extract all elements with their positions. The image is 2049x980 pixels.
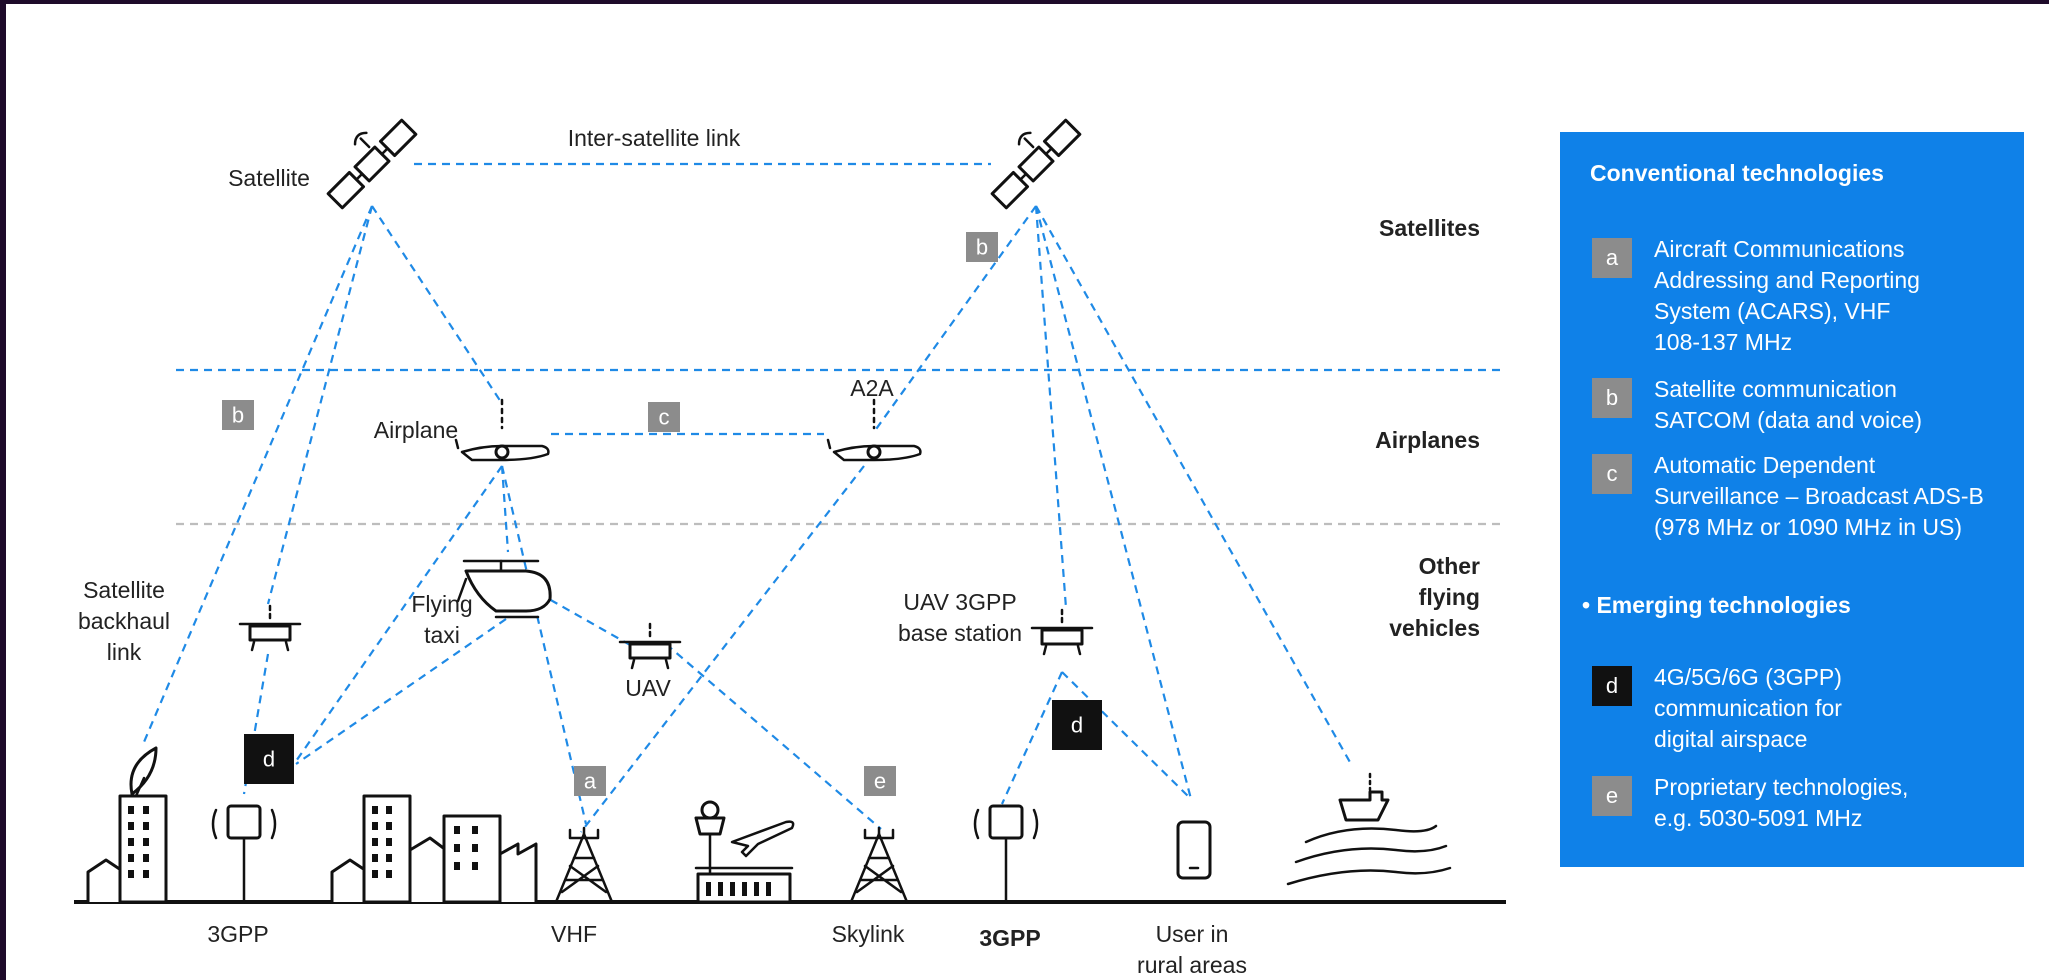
diagram-frame: b b c d d a e Inter-satellite link Satel… xyxy=(6,4,2049,980)
legend-badge-c: c xyxy=(1592,454,1632,494)
ship-icon xyxy=(1286,772,1452,886)
link-airplane-taxi xyxy=(500,465,510,553)
legend-badge-a: a xyxy=(1592,238,1632,278)
smartphone-icon xyxy=(1176,820,1212,880)
layer-airplanes-label: Airplanes xyxy=(1375,427,1480,453)
legend-text-c: Automatic Dependent Surveillance – Broad… xyxy=(1654,452,1984,540)
uav-label: UAV xyxy=(625,675,671,701)
legend-text-d: 4G/5G/6G (3GPP) communication for digita… xyxy=(1654,664,1842,752)
link-sat-uav-bs xyxy=(1034,205,1068,609)
svg-text:c: c xyxy=(659,405,670,430)
legend-badge-e: e xyxy=(1592,776,1632,816)
skylink-tower-icon xyxy=(849,826,909,904)
link-sat-a2a xyxy=(873,205,1037,433)
flying-taxi-label: Flying taxi xyxy=(411,591,472,648)
satellite-label: Satellite xyxy=(228,165,310,191)
label-line: base station xyxy=(898,620,1022,646)
badge-c: c xyxy=(648,402,680,432)
legend-panel: Conventional technologies a Aircraft Com… xyxy=(1560,132,2024,867)
airspace-diagram: b b c d d a e Inter-satellite link Satel… xyxy=(74,118,1506,978)
link-bs-3gpp xyxy=(1000,671,1064,805)
3gpp-tower-left-icon xyxy=(211,804,277,904)
link-bs-user xyxy=(1061,671,1192,800)
label-line: backhaul xyxy=(78,608,170,634)
badge-a: a xyxy=(574,766,606,796)
label-line: taxi xyxy=(424,622,460,648)
ground-vhf-label: VHF xyxy=(551,921,597,947)
badge-e: e xyxy=(864,766,896,796)
legend-conventional-heading: Conventional technologies xyxy=(1590,160,1884,186)
satellite-left-icon xyxy=(326,118,418,210)
user-rural-label: User in rural areas xyxy=(1137,921,1247,978)
svg-text:e: e xyxy=(874,769,886,794)
satellite-dish-building-icon xyxy=(86,746,168,904)
vhf-tower-icon xyxy=(554,826,614,904)
link-sat-backhaul xyxy=(142,205,374,743)
badge-d-right: d xyxy=(1052,700,1102,750)
airplane-right-icon xyxy=(826,398,922,462)
link-a2a-vhf xyxy=(580,465,865,833)
badge-b-right: b xyxy=(966,232,998,262)
a2a-label: A2A xyxy=(850,375,894,401)
svg-text:d: d xyxy=(1071,713,1083,738)
link-sat-airplane xyxy=(371,205,502,403)
label-line: rural areas xyxy=(1137,952,1247,978)
link-sat-ship xyxy=(1035,205,1352,765)
legend-text-a: Aircraft Communications Addressing and R… xyxy=(1654,236,1920,355)
label-line: vehicles xyxy=(1389,615,1480,641)
label-line: link xyxy=(107,639,142,665)
badge-b-left: b xyxy=(222,400,254,430)
uav-left-icon xyxy=(238,604,302,652)
link-lines xyxy=(142,162,1352,833)
flying-taxi-icon xyxy=(456,559,552,619)
legend-text-b: Satellite communication SATCOM (data and… xyxy=(1654,376,1923,433)
link-airplane-vhf xyxy=(500,465,588,825)
link-taxi-3gpp xyxy=(295,618,507,765)
svg-text:a: a xyxy=(584,769,597,794)
label-line: Flying xyxy=(411,591,472,617)
badge-d-left: d xyxy=(244,734,294,784)
satellite-backhaul-label: Satellite backhaul link xyxy=(78,577,170,665)
label-line: Satellite xyxy=(83,577,165,603)
uav-base-station-icon xyxy=(1030,608,1094,656)
legend-badge-d: d xyxy=(1592,666,1632,706)
airplane-left-icon xyxy=(454,398,550,462)
legend-text-e: Proprietary technologies, e.g. 5030-5091… xyxy=(1654,774,1909,831)
link-sat-uav xyxy=(266,205,374,605)
svg-text:b: b xyxy=(976,235,988,260)
city-buildings-icon xyxy=(330,794,538,904)
inter-satellite-link-label: Inter-satellite link xyxy=(568,125,741,151)
label-line: User in xyxy=(1156,921,1229,947)
link-uav-skylink xyxy=(665,643,882,830)
link-sat-user xyxy=(1034,205,1193,800)
uav-3gpp-bs-label: UAV 3GPP base station xyxy=(898,589,1022,646)
label-line: Other xyxy=(1419,553,1480,579)
svg-text:b: b xyxy=(232,403,244,428)
svg-text:d: d xyxy=(263,747,275,772)
ground-3gpp-left-label: 3GPP xyxy=(207,921,268,947)
airport-icon xyxy=(694,800,795,904)
airplane-label: Airplane xyxy=(374,417,458,443)
3gpp-tower-right-icon xyxy=(973,804,1039,904)
ground-3gpp-right-label: 3GPP xyxy=(979,925,1040,951)
layer-satellites-label: Satellites xyxy=(1379,215,1480,241)
uav-middle-icon xyxy=(618,622,682,670)
legend-badge-b: b xyxy=(1592,378,1632,418)
legend-emerging-heading: • Emerging technologies xyxy=(1582,592,1851,618)
ground-skylink-label: Skylink xyxy=(832,921,905,947)
label-line: flying xyxy=(1419,584,1480,610)
satellite-right-icon xyxy=(990,118,1082,210)
layer-other-label: Other flying vehicles xyxy=(1389,553,1480,641)
link-airplane-3gpp xyxy=(293,465,503,765)
label-line: UAV 3GPP xyxy=(903,589,1016,615)
